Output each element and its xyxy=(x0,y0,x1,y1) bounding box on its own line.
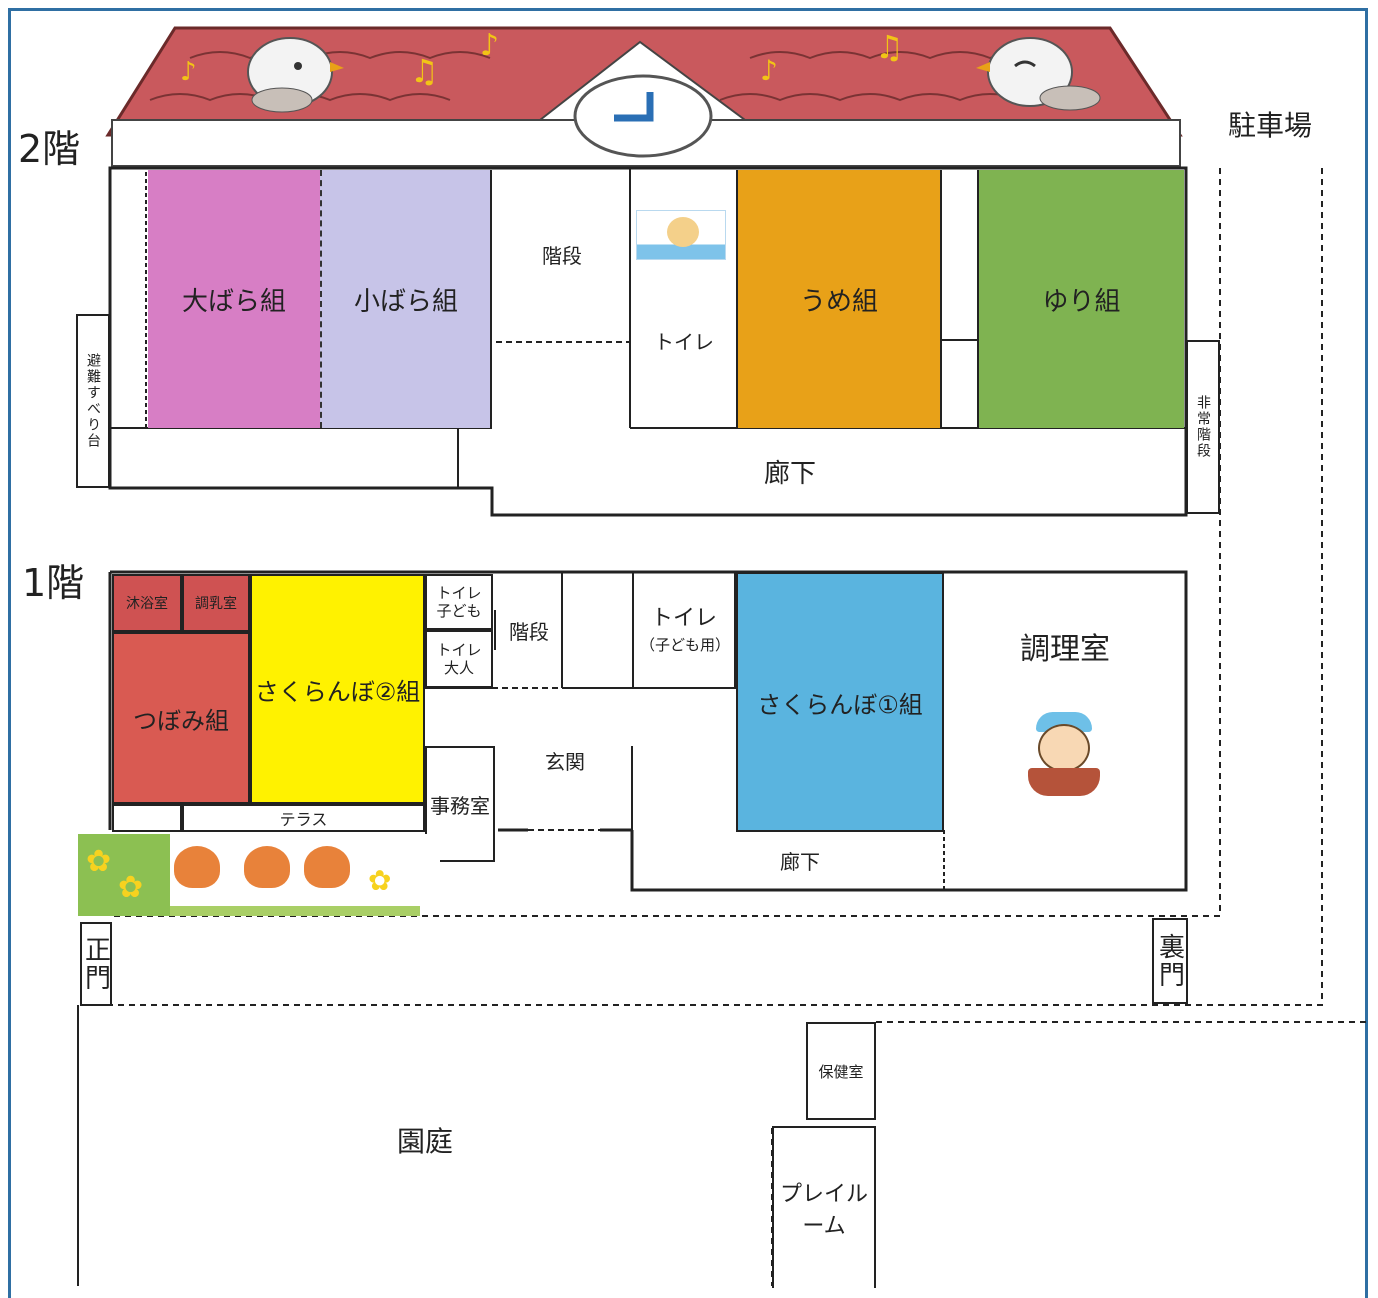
stairs-1f-label: 階段 xyxy=(509,619,549,644)
cook-icon xyxy=(1014,712,1114,802)
stairs-2f-label: 階段 xyxy=(542,243,582,268)
room-formula[interactable]: 調乳室 xyxy=(182,574,250,632)
svg-text:♪: ♪ xyxy=(760,54,778,87)
bird-right-icon xyxy=(976,37,1101,111)
room-ume-label: うめ組 xyxy=(799,286,878,317)
corridor-2f-label: 廊下 xyxy=(763,458,816,489)
floor-label-2f: 2階 xyxy=(18,127,81,171)
map-frame xyxy=(8,8,1368,1298)
terrace-label: テラス xyxy=(279,810,328,829)
room-ume[interactable]: うめ組 xyxy=(736,170,942,428)
room-bath-label: 沐浴室 xyxy=(126,596,168,612)
toilet-2f[interactable]: トイレ xyxy=(632,320,736,360)
emergency-stairs[interactable]: 非常階段 xyxy=(1186,340,1220,514)
garden[interactable]: 園庭 xyxy=(360,1116,490,1164)
toilet-kids-sublabel: （子ども用） xyxy=(639,636,730,654)
toilet-adult[interactable]: トイレ大人 xyxy=(425,630,493,688)
room-obara-label: 大ばら組 xyxy=(181,286,286,317)
parking-label: 駐車場 xyxy=(1228,109,1313,142)
clock-icon xyxy=(573,74,713,158)
toilet-2f-label: トイレ xyxy=(654,329,714,354)
escape-slide[interactable]: 避難すべり台 xyxy=(76,314,110,488)
health-room[interactable]: 保健室 xyxy=(806,1022,876,1120)
music-note-icons: ♪ ♫ ♪ ♪ ♫ xyxy=(180,28,904,90)
corridor-2f[interactable]: 廊下 xyxy=(700,450,880,492)
toilet-kids-label: トイレ xyxy=(650,606,717,631)
kitchen-label: 調理室 xyxy=(1020,632,1110,667)
floor-label-1f: 1階 xyxy=(22,561,85,605)
playroom[interactable]: プレイルーム xyxy=(772,1126,876,1288)
svg-text:♪: ♪ xyxy=(180,57,197,87)
office[interactable]: 事務室 xyxy=(425,746,495,862)
terrace[interactable]: テラス xyxy=(182,804,425,832)
room-obara[interactable]: 大ばら組 xyxy=(148,170,320,428)
toilet-child-label: トイレ子ども xyxy=(436,584,482,620)
main-gate-label: 正門 xyxy=(80,936,111,992)
room-sakuranbo2-label: さくらんぼ②組 xyxy=(254,677,421,706)
garden-label: 園庭 xyxy=(396,1125,453,1158)
toilet-adult-label: トイレ大人 xyxy=(436,641,482,677)
corridor-1f-label: 廊下 xyxy=(780,849,820,874)
stairs-2f[interactable]: 階段 xyxy=(500,230,624,278)
playroom-label: プレイルーム xyxy=(779,1182,868,1239)
bird-left-icon xyxy=(247,37,344,113)
room-sakuranbo1[interactable]: さくらんぼ①組 xyxy=(736,572,944,832)
room-formula-label: 調乳室 xyxy=(195,596,237,612)
room-kobara-label: 小ばら組 xyxy=(353,286,458,317)
office-label: 事務室 xyxy=(430,793,490,818)
toilet-2f-icon xyxy=(636,210,726,260)
escape-slide-label: 避難すべり台 xyxy=(85,353,101,449)
health-room-label: 保健室 xyxy=(818,1062,864,1081)
main-gate[interactable]: 正門 xyxy=(80,922,112,1006)
entrance[interactable]: 玄関 xyxy=(520,740,610,780)
room-tsubomi-label: つぼみ組 xyxy=(133,706,229,735)
svg-text:♫: ♫ xyxy=(410,52,439,90)
corridor-1f[interactable]: 廊下 xyxy=(740,842,860,878)
toilet-child[interactable]: トイレ子ども xyxy=(425,574,493,630)
room-tsubomi[interactable]: つぼみ組 xyxy=(112,632,250,804)
back-gate[interactable]: 裏門 xyxy=(1152,918,1188,1004)
terrace-left xyxy=(112,804,182,832)
room-sakuranbo1-label: さくらんぼ①組 xyxy=(757,690,923,719)
emergency-stairs-label: 非常階段 xyxy=(1195,395,1211,459)
entrance-label: 玄関 xyxy=(545,749,585,774)
flower-bed-icon: ✿ ✿ ✿ xyxy=(78,834,440,916)
room-sakuranbo2[interactable]: さくらんぼ②組 xyxy=(250,574,425,804)
back-gate-label: 裏門 xyxy=(1154,933,1185,989)
room-kobara[interactable]: 小ばら組 xyxy=(320,170,492,428)
toilet-kids[interactable]: トイレ （子ども用） xyxy=(632,572,736,688)
svg-text:♪: ♪ xyxy=(480,28,499,63)
room-yuri-label: ゆり組 xyxy=(1042,286,1121,317)
room-yuri[interactable]: ゆり組 xyxy=(977,170,1184,428)
stairs-1f[interactable]: 階段 xyxy=(494,610,562,650)
kitchen[interactable]: 調理室 xyxy=(944,572,1186,890)
room-bath[interactable]: 沐浴室 xyxy=(112,574,182,632)
svg-text:♫: ♫ xyxy=(875,28,904,66)
